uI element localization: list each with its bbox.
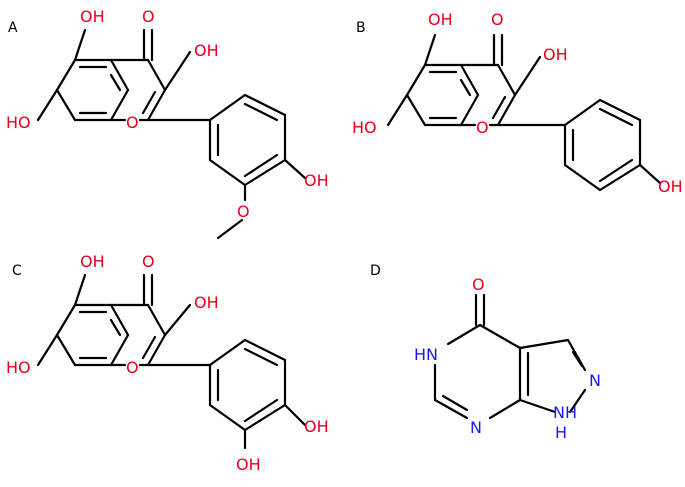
structure-a-atoms: OH O OH HO O OH O (6, 7, 329, 221)
panel-label-a: A (8, 20, 18, 36)
atom-a-oh3: OH (194, 41, 219, 60)
panel-label-d: D (370, 263, 381, 279)
atom-b-oh7: HO (352, 118, 377, 137)
atom-c-oh3: OH (194, 293, 219, 312)
atom-b-oh4p: OH (658, 177, 683, 196)
atom-c-oh5: OH (80, 252, 105, 271)
atom-a-methoxy-o: O (237, 202, 250, 221)
structure-d-bonds (433, 293, 587, 420)
atom-b-oh5: OH (428, 10, 453, 29)
atom-c-oh3p: OH (236, 455, 261, 474)
atom-a-carbonyl-o: O (142, 7, 155, 26)
atom-c-carbonyl-o: O (142, 252, 155, 271)
structure-b-bonds (386, 33, 662, 192)
atom-a-ring-o: O (126, 113, 139, 132)
atom-b-oh3: OH (543, 45, 568, 64)
structure-a-bonds (36, 28, 307, 240)
atom-d-carbonyl-o: O (472, 275, 485, 294)
panel-d: D O HN N N NH H (370, 263, 601, 442)
structure-d-atoms: O HN N N NH H (414, 275, 601, 442)
panel-c: C (6, 252, 329, 474)
atom-c-oh7: HO (6, 358, 31, 377)
panel-a: A (6, 7, 329, 240)
structure-c-bonds (36, 273, 307, 450)
atom-a-oh7: HO (6, 113, 31, 132)
atom-d-nh-h: H (555, 423, 567, 442)
atom-c-ring-o: O (126, 358, 139, 377)
panel-label-c: C (12, 263, 22, 279)
structure-b-atoms: OH O OH HO O OH (352, 10, 683, 196)
atom-b-carbonyl-o: O (491, 10, 504, 29)
panel-b: B (352, 10, 683, 196)
panel-label-b: B (356, 20, 366, 36)
structure-c-atoms: OH O OH HO O OH OH (6, 252, 329, 474)
atom-d-hn: HN (414, 345, 438, 364)
atom-c-oh4p: OH (304, 417, 329, 436)
atom-d-n-pyrazole: N (589, 371, 601, 390)
atom-a-oh5: OH (80, 7, 105, 26)
atom-a-oh4p: OH (304, 171, 329, 190)
atom-d-nh: NH (553, 403, 577, 422)
atom-d-n-pyrimidine: N (470, 418, 482, 437)
atom-b-ring-o: O (476, 118, 489, 137)
